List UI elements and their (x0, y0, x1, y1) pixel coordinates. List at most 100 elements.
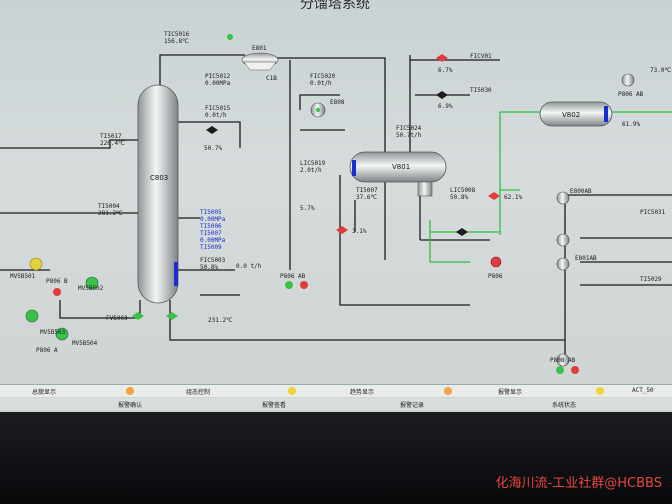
e801ab-label: E801AB (575, 255, 597, 262)
fic-b-value: 50.7t/h (396, 132, 422, 139)
status-dot-orange-2 (444, 387, 452, 395)
mid-flow-value: 0.0 t/h (236, 263, 262, 270)
screen-title: 分馏塔系统 (300, 0, 370, 12)
right-pct-1: 61.9% (622, 121, 640, 128)
mv-a-label: MV5B501 (10, 273, 36, 280)
fic-c-tag: FIC5003 (200, 257, 226, 264)
mv-d-label: MV5B504 (72, 340, 98, 347)
right-top-tag-1: FICV01 (470, 53, 492, 60)
alarm-ack-button[interactable]: 报警确认 (118, 402, 143, 409)
alarm-strip: 总貌显示 组态控制 趋势显示 报警显示 ACT_50 (0, 384, 672, 397)
fic-b-tag: FIC5024 (396, 125, 422, 132)
fic-e808-value: 0.0t/h (310, 80, 332, 87)
pct-tiny-2: 6.9% (438, 103, 453, 110)
ti-a-value: 220.4℃ (100, 140, 125, 147)
p806ab-label: P806 AB (280, 273, 306, 280)
mv-c-label: MV5B503 (40, 329, 66, 336)
nav-cell-2[interactable]: 趋势显示 (350, 389, 375, 396)
mv-b-label: MV5B502 (78, 285, 104, 292)
column-c803[interactable] (137, 84, 179, 304)
fic-a-value: 0.0t/h (205, 112, 227, 119)
far-right-tag-2: TI5029 (640, 276, 662, 283)
scada-screen: 分馏塔系统 (0, 0, 672, 412)
exchanger-e800ab[interactable] (556, 191, 570, 271)
e808-label: E808 (330, 99, 345, 106)
right-top-tag-2: TI5030 (470, 87, 492, 94)
blue-tag-2: TI5006 (200, 223, 222, 230)
nav-cell-0[interactable]: 总貌显示 (32, 389, 57, 396)
ti-a-tag: TI5017 (100, 133, 122, 140)
pipe-network (0, 54, 672, 360)
pump-p806-red[interactable] (490, 256, 502, 268)
watermark: 化海川流-工业社群@HCBBS (495, 476, 662, 491)
pct-62: 62.1% (504, 194, 522, 201)
monitor-bezel (0, 412, 672, 504)
status-dot-yellow-1 (288, 387, 296, 395)
fic-c-value: 50.8% (200, 264, 218, 271)
blue-tag-1: TI5005 (200, 209, 222, 216)
status-dot-yellow-2 (596, 387, 604, 395)
pct-tiny-1: 6.7% (438, 67, 453, 74)
condenser-e801[interactable] (241, 52, 279, 71)
status-dot-red-2 (300, 281, 308, 289)
blue-value-1: 0.00MPa (200, 216, 226, 223)
mid-temp-value: 231.2℃ (208, 317, 233, 324)
fic-a-tag: FIC5015 (205, 105, 231, 112)
pump-yellow[interactable] (29, 257, 43, 271)
pic-a-tag: PIC5012 (205, 73, 231, 80)
status-dot-orange-1 (126, 387, 134, 395)
tic-top-value: 156.8℃ (164, 38, 189, 45)
lic-v801-value: 50.8% (450, 194, 468, 201)
nav-cell-5[interactable]: ACT_50 (632, 387, 654, 394)
p806-label: P806 (488, 273, 503, 280)
lic-v801-tag: LIC5008 (450, 187, 476, 194)
blue-tag-4: TI5009 (200, 244, 222, 251)
process-diagram: 分馏塔系统 (0, 0, 672, 374)
nav-cell-1[interactable]: 组态控制 (186, 389, 211, 396)
status-dot-green-1 (285, 281, 293, 289)
p806a-label: P806 A (36, 347, 58, 354)
drum-v801[interactable] (349, 151, 447, 197)
left-temp-value: 281.2℃ (98, 210, 123, 217)
pv-50: 50.7% (204, 145, 222, 152)
valve-group[interactable] (132, 54, 500, 320)
far-right-tag-1: PIC5031 (640, 209, 666, 216)
tic-top-tag: TIC5016 (164, 31, 190, 38)
blue-value-2: 0.00MPa (200, 237, 226, 244)
alarm-log-button[interactable]: 报警记录 (400, 402, 425, 409)
column-label: C803 (150, 174, 168, 182)
nav-cell-3[interactable]: 报警显示 (498, 389, 523, 396)
fic-e808-tag: FIC5020 (310, 73, 336, 80)
fv-label: FV5003 (106, 315, 128, 322)
left-temp-tag: TI5004 (98, 203, 120, 210)
status-dot-red-3 (571, 366, 579, 374)
status-dot-tic-top (227, 34, 233, 40)
blue-tag-3: TI5007 (200, 230, 222, 237)
right-temp: 73.0℃ (650, 67, 671, 74)
v801-temp-value: 37.6℃ (356, 194, 377, 201)
alarm-view-button[interactable]: 报警查看 (262, 402, 287, 409)
p808ab-label: P808 AB (550, 357, 576, 364)
v801-temp-tag: TI5007 (356, 187, 378, 194)
status-dot-red-1 (53, 288, 61, 296)
lic-b-tag: LIC5019 (300, 160, 326, 167)
drum-right-label: V802 (562, 111, 580, 119)
vessel-top-right[interactable] (621, 73, 635, 87)
status-dot-green-2 (556, 366, 564, 374)
p806ab-right-label: P806 AB (618, 91, 644, 98)
pump-p806b[interactable] (85, 276, 99, 290)
e801-sub: C1B (266, 75, 277, 82)
pic-a-value: 0.00MPa (205, 80, 231, 87)
alarm-strip-lower: 报警确认 报警查看 报警记录 系统状态 (0, 398, 672, 410)
pump-p808ab[interactable] (556, 353, 570, 367)
tag-labels: TIC5016 156.8℃ PIC5012 0.00MPa FIC5015 0… (10, 31, 671, 364)
e800ab-label: E800AB (570, 188, 592, 195)
drum-v802[interactable] (539, 101, 613, 127)
e801-label: E801 (252, 45, 267, 52)
status-dot-e808 (316, 108, 320, 112)
p806b-label: P806 B (46, 278, 68, 285)
pump-p806a[interactable] (25, 309, 69, 341)
lic-b-sub: 5.7% (300, 205, 315, 212)
system-status-cell[interactable]: 系统状态 (552, 402, 577, 409)
drum-label: V801 (392, 163, 410, 171)
